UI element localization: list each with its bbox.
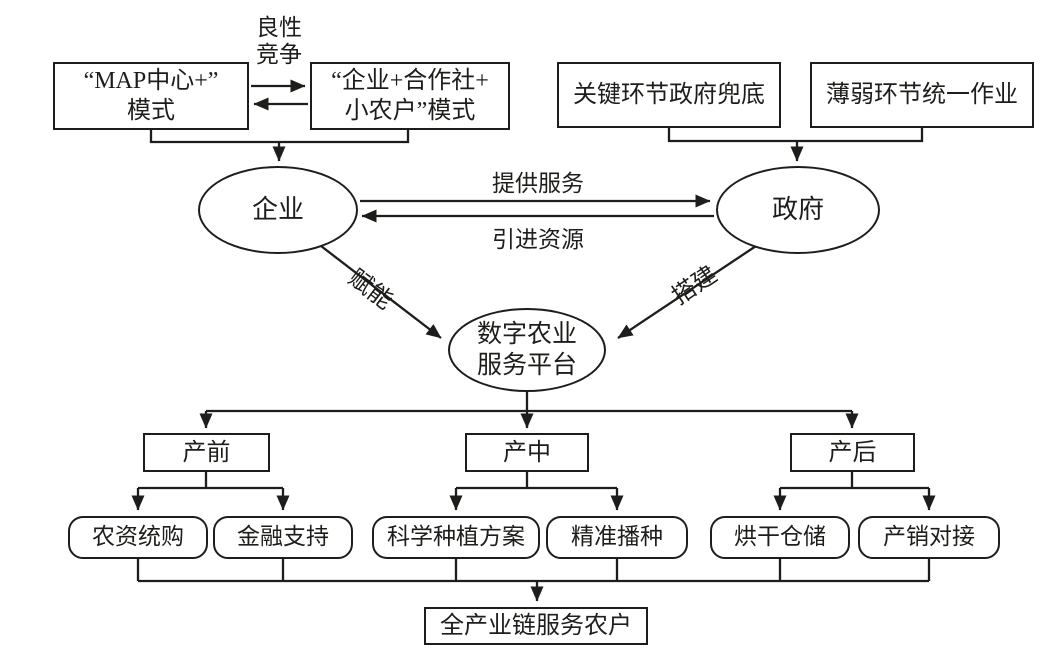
box-weak-links-label: 薄弱环节统一作业 bbox=[826, 82, 1018, 108]
ellipse-enterprise: 企业 bbox=[198, 166, 358, 254]
label-provide-services: 提供服务 bbox=[492, 171, 584, 196]
box-service-planting-plan: 科学种植方案 bbox=[372, 516, 540, 559]
platform-distribution-line bbox=[206, 392, 852, 413]
box-service-drying-storage-label: 烘干仓储 bbox=[734, 524, 826, 550]
box-coop-mode-line2: 小农户”模式 bbox=[344, 98, 476, 124]
arrow-government-to-platform bbox=[617, 245, 757, 339]
box-outcome: 全产业链服务农户 bbox=[424, 607, 648, 645]
box-stage-mid-label: 产中 bbox=[503, 439, 551, 466]
bracket-gov-boxes bbox=[667, 128, 924, 143]
label-benign-competition-line2: 竞争 bbox=[256, 42, 302, 68]
bracket-stage-mid bbox=[456, 472, 617, 490]
box-service-marketing-link: 产销对接 bbox=[858, 516, 1000, 559]
box-map-mode: “MAP中心+” 模式 bbox=[53, 62, 249, 130]
box-stage-mid: 产中 bbox=[465, 433, 589, 472]
ellipse-platform: 数字农业 服务平台 bbox=[448, 308, 606, 392]
box-service-finance-label: 金融支持 bbox=[237, 524, 329, 550]
label-introduce-resources: 引进资源 bbox=[492, 227, 584, 252]
box-service-drying-storage: 烘干仓储 bbox=[710, 516, 850, 559]
box-service-planting-plan-label: 科学种植方案 bbox=[387, 524, 525, 550]
bracket-stage-pre bbox=[138, 472, 283, 490]
box-key-links-label: 关键环节政府兜底 bbox=[573, 82, 765, 108]
box-service-finance: 金融支持 bbox=[213, 516, 353, 559]
collector-line bbox=[136, 559, 931, 583]
label-benign-competition-line1: 良性 bbox=[256, 15, 302, 40]
box-coop-mode: “企业+合作社+ 小农户”模式 bbox=[310, 62, 510, 130]
box-stage-post-label: 产后 bbox=[828, 439, 877, 466]
box-stage-post: 产后 bbox=[790, 433, 915, 472]
box-stage-pre-label: 产前 bbox=[182, 439, 231, 466]
ellipse-government: 政府 bbox=[716, 166, 880, 254]
box-map-mode-line1: “MAP中心+” bbox=[83, 68, 219, 94]
ellipse-platform-line1: 数字农业 bbox=[476, 320, 577, 348]
bracket-mode-boxes bbox=[149, 130, 410, 144]
box-map-mode-line2: 模式 bbox=[127, 98, 175, 124]
box-service-agri-inputs: 农资统购 bbox=[68, 516, 208, 559]
box-service-precise-seeding-label: 精准播种 bbox=[571, 524, 663, 550]
box-stage-pre: 产前 bbox=[143, 433, 270, 472]
box-service-precise-seeding: 精准播种 bbox=[546, 516, 688, 559]
label-benign-competition: 良性 竞争 bbox=[244, 14, 314, 68]
box-service-agri-inputs-label: 农资统购 bbox=[92, 524, 184, 550]
box-outcome-label: 全产业链服务农户 bbox=[440, 613, 632, 639]
bracket-stage-post bbox=[780, 472, 929, 490]
box-weak-links: 薄弱环节统一作业 bbox=[810, 62, 1034, 128]
box-service-marketing-link-label: 产销对接 bbox=[883, 524, 975, 550]
box-key-links: 关键环节政府兜底 bbox=[557, 62, 781, 128]
ellipse-enterprise-label: 企业 bbox=[251, 194, 304, 224]
box-coop-mode-line1: “企业+合作社+ bbox=[331, 68, 489, 94]
ellipse-platform-line2: 服务平台 bbox=[476, 352, 577, 379]
ellipse-government-label: 政府 bbox=[771, 194, 824, 224]
arrow-enterprise-to-platform bbox=[320, 245, 442, 339]
